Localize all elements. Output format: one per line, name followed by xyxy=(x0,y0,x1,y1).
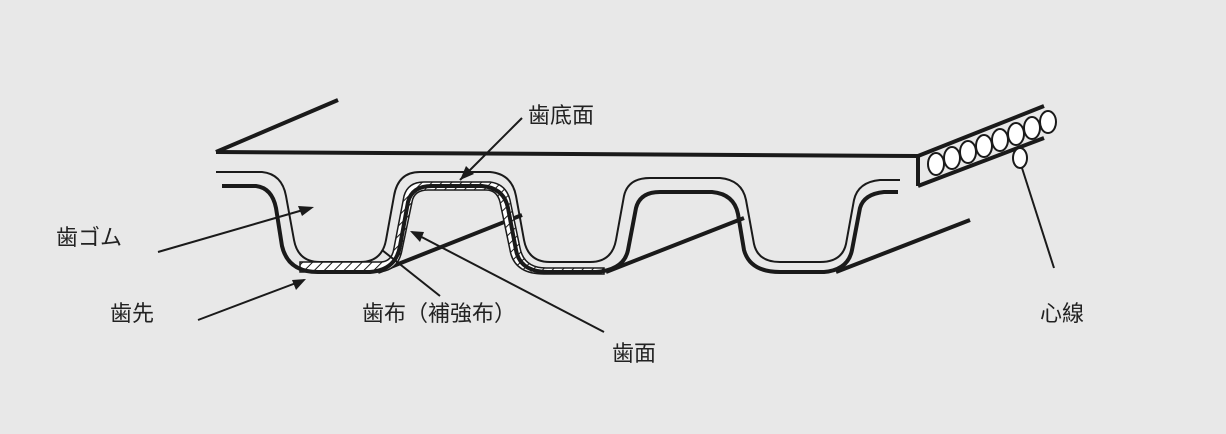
belt-right-bottom-edge xyxy=(917,136,1045,188)
arrowhead-tooth-tip xyxy=(292,279,306,290)
tooth-fabric-hatched xyxy=(299,181,605,275)
label-tooth-bottom-surface: 歯底面 xyxy=(528,104,595,129)
label-core-wire: 心線 xyxy=(1040,302,1085,327)
belt-back-diagonal-3 xyxy=(835,218,971,274)
belt-top-edge xyxy=(215,150,919,158)
leader-tooth-tip xyxy=(197,279,305,321)
arrowhead-tooth-bottom-surface xyxy=(460,166,474,180)
label-tooth-surface: 歯面 xyxy=(612,342,657,367)
label-tooth-tip: 歯先 xyxy=(110,302,155,327)
leader-tooth-surface xyxy=(411,231,605,333)
tooth-inner-profile xyxy=(222,184,898,274)
arrowhead-tooth-rubber xyxy=(298,206,314,216)
belt-back-left-edge xyxy=(215,98,339,154)
arrowhead-tooth-surface xyxy=(410,231,424,242)
leader-core-wire xyxy=(1021,167,1055,269)
tooth-outer-profile xyxy=(216,171,900,263)
core-wires xyxy=(927,110,1057,176)
label-tooth-fabric: 歯布（補強布） xyxy=(362,302,517,327)
leader-tooth-fabric xyxy=(381,249,441,297)
belt-back-diagonal-1 xyxy=(377,213,523,274)
leader-tooth-bottom-surface xyxy=(459,117,523,181)
belt-right-top-edge xyxy=(917,104,1045,158)
label-tooth-rubber: 歯ゴム xyxy=(56,226,123,251)
belt-back-diagonal-2 xyxy=(605,216,745,274)
leader-tooth-rubber xyxy=(157,207,311,253)
